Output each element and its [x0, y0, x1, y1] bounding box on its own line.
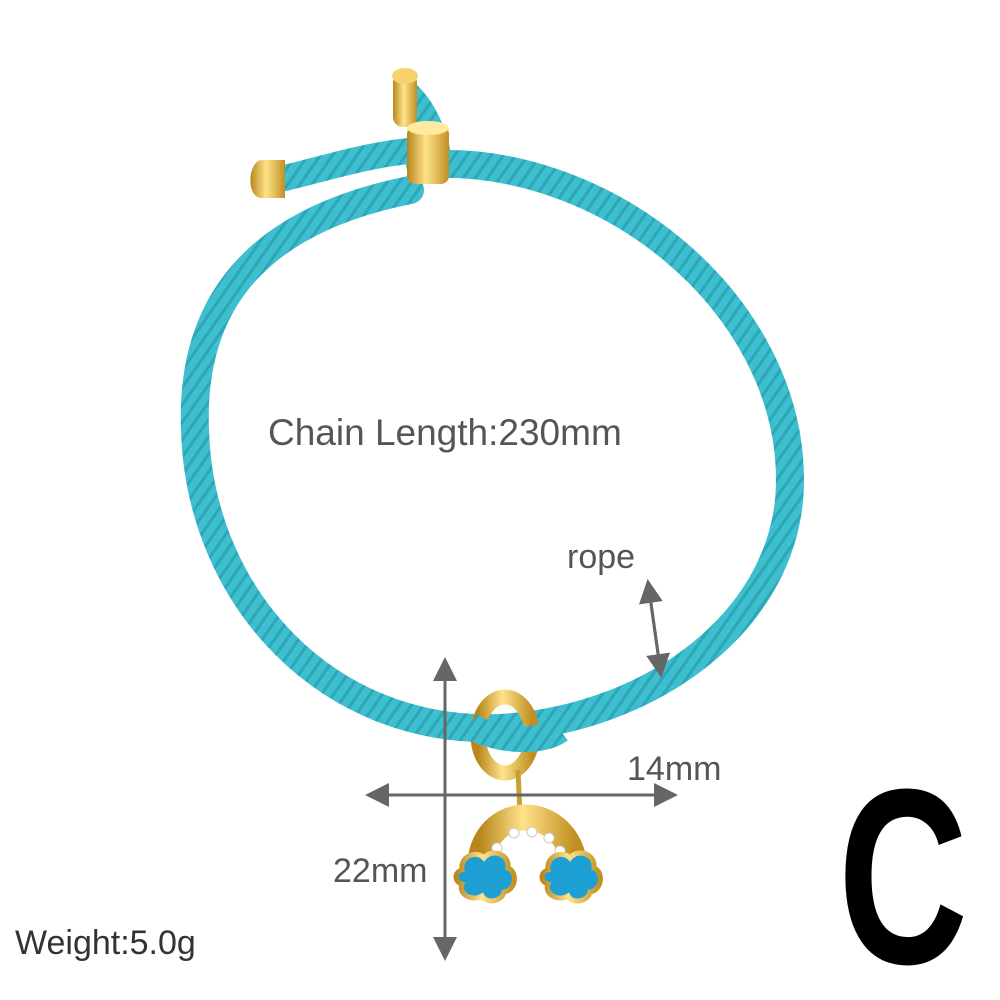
width-label: 14mm: [627, 750, 722, 788]
material-label: rope: [567, 538, 636, 576]
gold-slider: [407, 126, 449, 184]
variant-letter: C: [838, 737, 968, 1000]
height-label: 22mm: [333, 852, 428, 890]
gold-tip-left: [250, 160, 285, 198]
gold-pin-top: [393, 72, 417, 127]
weight-label: Weight:5.0g: [15, 924, 196, 962]
cloud-right: [539, 850, 603, 904]
chain-length-label: Chain Length:230mm: [268, 412, 622, 453]
pendant-rainbow: [467, 804, 588, 872]
cloud-left: [453, 850, 517, 904]
